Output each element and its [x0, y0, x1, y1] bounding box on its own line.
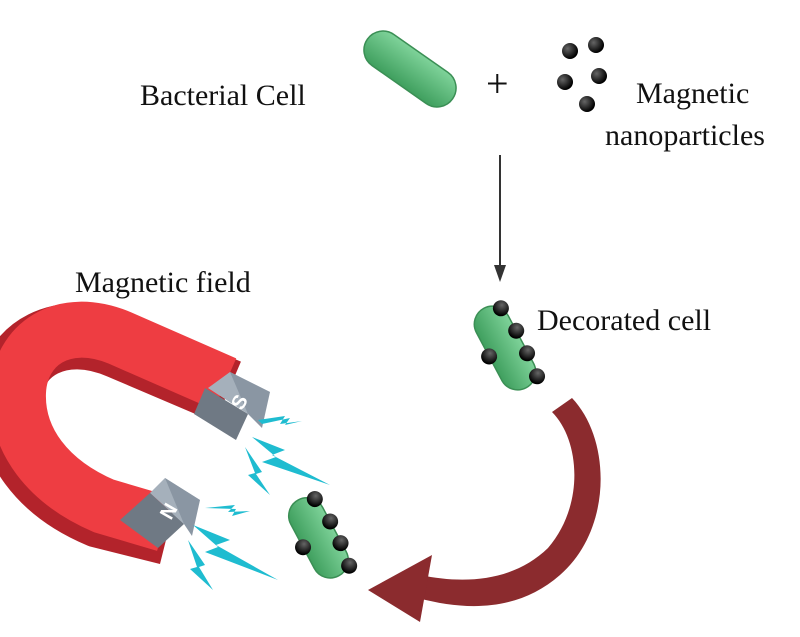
label-nanoparticles: nanoparticles — [605, 119, 765, 152]
label-magnetic-field: Magnetic field — [75, 266, 251, 299]
horseshoe-magnet-icon: S N — [0, 301, 270, 565]
bacterial-cell-icon — [363, 30, 457, 108]
label-bacterial-cell: Bacterial Cell — [140, 79, 306, 112]
down-arrow-icon — [494, 155, 506, 282]
label-magnetic: Magnetic — [636, 77, 749, 110]
plus-sign: + — [486, 61, 509, 106]
captured-cell-icon — [287, 491, 358, 579]
south-pole: S — [194, 372, 270, 440]
nanoparticles-icon — [557, 37, 607, 112]
decorated-cell-icon — [473, 300, 546, 391]
north-pole: N — [120, 478, 200, 548]
label-decorated-cell: Decorated cell — [537, 304, 711, 337]
magnetic-field-bolts-icon — [188, 416, 330, 590]
curved-return-arrow-icon — [368, 398, 601, 622]
